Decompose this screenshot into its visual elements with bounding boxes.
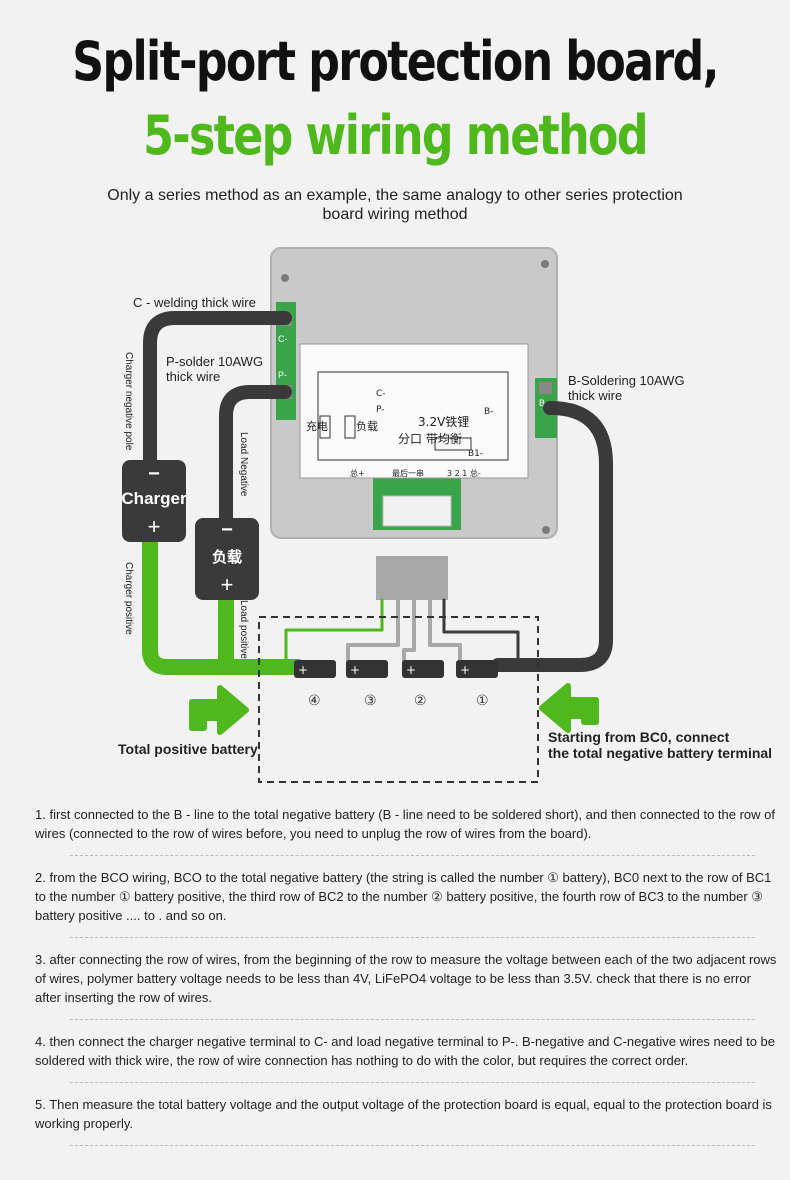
page-subtitle: Only a series method as an example, the … bbox=[107, 187, 683, 223]
svg-text:最后一串: 最后一串 bbox=[392, 468, 424, 478]
battery-pack-outline bbox=[258, 616, 539, 783]
svg-text:C-: C- bbox=[376, 389, 386, 399]
battery-cell: + ① bbox=[456, 660, 498, 709]
charger-plus: + bbox=[148, 514, 161, 539]
p-wire bbox=[219, 385, 292, 531]
divider bbox=[70, 1019, 755, 1020]
battery-cell: + ③ bbox=[346, 660, 388, 709]
board-schematic-label: C- P- B- 3.2V铁锂 分口 带均衡 B1- 充电 负载 总+ 最后一串… bbox=[299, 343, 529, 479]
step-3: 3. after connecting the row of wires, fr… bbox=[35, 952, 777, 1005]
svg-text:③: ③ bbox=[364, 693, 377, 709]
svg-text:负载: 负载 bbox=[356, 419, 378, 433]
divider bbox=[70, 855, 755, 856]
load-box: − 负载 + bbox=[195, 518, 259, 600]
battery-cells: + ④ + ③ + ② + ① bbox=[294, 660, 498, 709]
screw-hole-icon bbox=[541, 260, 549, 268]
divider bbox=[70, 1082, 755, 1083]
screw-hole-icon bbox=[542, 526, 550, 534]
svg-text:3 2 1 总-: 3 2 1 总- bbox=[447, 468, 481, 478]
divider bbox=[70, 937, 755, 938]
svg-text:B-: B- bbox=[484, 407, 493, 417]
page-title-line-2: 5-step wiring method bbox=[143, 104, 648, 167]
label-load-positive: Load positive bbox=[238, 600, 249, 659]
balance-plug bbox=[376, 556, 448, 600]
page-title-line-1: Split-port protection board, bbox=[72, 30, 719, 93]
label-charger-positive: Charger positive bbox=[123, 562, 134, 635]
step-4: 4. then connect the charger negative ter… bbox=[35, 1034, 775, 1068]
pcb-c-mark: C- bbox=[278, 334, 288, 344]
arrow-total-positive-icon bbox=[189, 685, 249, 735]
pcb-p-mark: P- bbox=[278, 370, 287, 380]
svg-text:②: ② bbox=[414, 693, 427, 709]
svg-text:充电: 充电 bbox=[306, 419, 328, 433]
step-2: 2. from the BCO wiring, BCO to the total… bbox=[35, 870, 772, 923]
svg-text:+: + bbox=[460, 663, 470, 677]
balance-connector bbox=[382, 495, 452, 527]
svg-text:④: ④ bbox=[308, 693, 321, 709]
load-label: 负载 bbox=[212, 548, 242, 566]
step-5: 5. Then measure the total battery voltag… bbox=[35, 1097, 772, 1131]
battery-cell: + ② bbox=[402, 660, 444, 709]
wires bbox=[142, 311, 613, 675]
svg-text:①: ① bbox=[476, 693, 489, 709]
load-plus: + bbox=[221, 572, 234, 597]
c-wire bbox=[143, 311, 292, 469]
step-1: 1. first connected to the B - line to th… bbox=[35, 807, 776, 841]
charger-box: − Charger + bbox=[121, 460, 187, 542]
b-wire bbox=[491, 401, 613, 672]
charger-minus: − bbox=[148, 463, 160, 485]
svg-text:+: + bbox=[350, 663, 360, 677]
svg-text:B1-: B1- bbox=[468, 449, 483, 459]
svg-text:+: + bbox=[406, 663, 416, 677]
screw-hole-icon bbox=[281, 274, 289, 282]
svg-text:P-: P- bbox=[376, 405, 384, 415]
svg-text:分口 带均衡: 分口 带均衡 bbox=[398, 432, 462, 446]
label-total-positive: Total positive battery bbox=[118, 741, 258, 757]
pcb-b-mark: B- bbox=[539, 398, 548, 408]
battery-cell: + ④ bbox=[294, 660, 336, 709]
charger-label: Charger bbox=[121, 489, 187, 508]
steps-list: 1. first connected to the B - line to th… bbox=[35, 805, 780, 1158]
svg-text:3.2V铁锂: 3.2V铁锂 bbox=[418, 414, 469, 429]
label-load-negative: Load Negative bbox=[238, 432, 249, 497]
svg-text:总+: 总+ bbox=[350, 468, 365, 478]
svg-text:+: + bbox=[298, 663, 308, 677]
load-minus: − bbox=[221, 519, 233, 541]
divider bbox=[70, 1145, 755, 1146]
label-charger-negative-pole: Charger negative pole bbox=[123, 352, 134, 451]
wiring-diagram: C- P- B- C- P- B- 3.2V铁锂 分口 带均衡 B1- 充电 负… bbox=[118, 247, 772, 783]
arrow-bc0-icon bbox=[539, 683, 599, 733]
charger-positive-wire bbox=[142, 532, 306, 675]
label-c-wire: C - welding thick wire bbox=[133, 295, 256, 310]
